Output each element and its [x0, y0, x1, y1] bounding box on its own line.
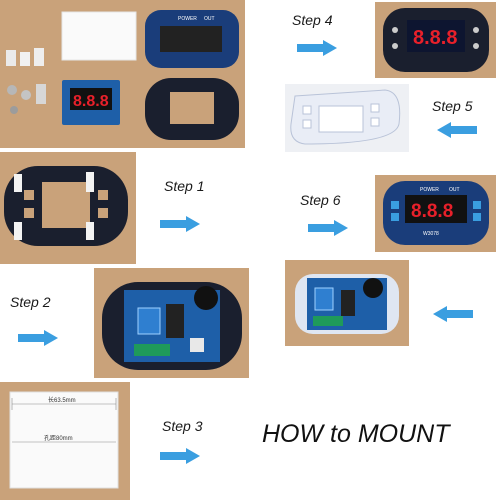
step-5-label: Step 5	[432, 98, 473, 114]
page-title: HOW to MOUNT	[262, 420, 450, 448]
step-1-label: Step 1	[164, 178, 205, 194]
dimension-top-label: 长63.5mm	[48, 396, 76, 404]
out-label: OUT	[204, 16, 215, 22]
step-4-photo: 8.8.8	[375, 2, 496, 78]
step-2-photo	[94, 268, 249, 378]
step-1-photo	[0, 152, 136, 264]
arrow-right-icon	[297, 40, 337, 56]
model-label: W3078	[423, 231, 439, 237]
step-5-photo	[285, 84, 409, 152]
power-label: POWER	[178, 16, 197, 22]
parts-photo: 8.8.8 POWER OUT	[0, 0, 245, 148]
power-label: POWER	[420, 187, 439, 193]
step-3-label: Step 3	[162, 418, 203, 434]
arrow-left-icon	[433, 306, 473, 322]
arrow-right-icon	[160, 448, 200, 464]
svg-text:8.8.8: 8.8.8	[73, 93, 109, 110]
dimension-mid-label: 孔距80mm	[44, 434, 73, 442]
step-6-label: Step 6	[300, 192, 341, 208]
step-3-photo: 长63.5mm 孔距80mm	[0, 382, 130, 500]
arrow-left-icon	[437, 122, 477, 138]
board-assembly-photo	[285, 260, 409, 346]
arrow-right-icon	[160, 216, 200, 232]
arrow-right-icon	[308, 220, 348, 236]
out-label: OUT	[449, 187, 460, 193]
screws-icon	[6, 48, 46, 114]
step-6-photo: 8.8.8 POWER OUT W3078	[375, 175, 496, 252]
parts-illustration: 8.8.8 POWER OUT	[6, 10, 239, 140]
step-2-label: Step 2	[10, 294, 51, 310]
svg-text:8.8.8: 8.8.8	[413, 27, 457, 49]
svg-text:8.8.8: 8.8.8	[411, 201, 453, 222]
arrow-right-icon	[18, 330, 58, 346]
step-4-label: Step 4	[292, 12, 333, 28]
